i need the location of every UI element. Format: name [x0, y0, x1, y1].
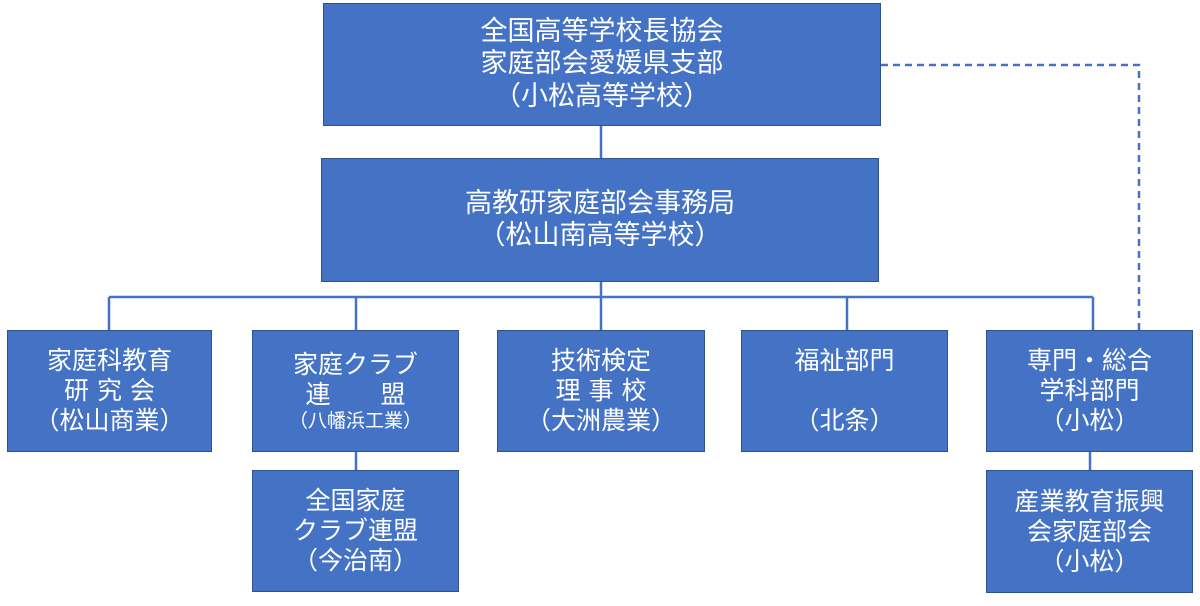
node-specialty-line-1: 専門・総合	[1026, 346, 1152, 375]
node-welfare-line-1: 福祉部門	[794, 346, 895, 375]
node-home-ec: 家庭科教育 研 究 会 （松山商業）	[7, 330, 212, 452]
node-tech-line-2: 理 事 校	[555, 376, 647, 405]
node-home-ec-line-2: 研 究 会	[64, 376, 155, 405]
node-national-club: 全国家庭 クラブ連盟 （今治南）	[252, 470, 459, 592]
node-tech: 技術検定 理 事 校 （大洲農業）	[497, 330, 705, 452]
node-industry-line-1: 産業教育振興	[1014, 486, 1165, 516]
node-club: 家庭クラブ 連 盟 （八幡浜工業）	[252, 330, 459, 452]
node-root-line-3: （小松高等学校）	[494, 80, 710, 112]
node-tech-line-3: （大洲農業）	[525, 406, 676, 435]
node-root: 全国高等学校長協会 家庭部会愛媛県支部 （小松高等学校）	[323, 3, 881, 126]
node-welfare-line-2: （北条）	[794, 406, 895, 435]
node-root-line-2: 家庭部会愛媛県支部	[480, 48, 724, 80]
node-specialty: 専門・総合 学科部門 （小松）	[986, 330, 1193, 452]
node-national-club-line-3: （今治南）	[292, 546, 418, 575]
node-industry: 産業教育振興 会家庭部会 （小松）	[986, 470, 1193, 593]
node-national-club-line-1: 全国家庭	[305, 486, 406, 515]
connector-dashed-root-specialty	[881, 63, 1141, 330]
node-office-line-2: （松山南高等学校）	[478, 220, 722, 251]
node-office-line-1: 高教研家庭部会事務局	[465, 187, 735, 219]
node-club-line-2: 連 盟	[305, 379, 406, 409]
node-home-ec-line-3: （松山商業）	[34, 406, 185, 435]
node-welfare: 福祉部門 （北条）	[741, 330, 948, 452]
node-home-ec-line-1: 家庭科教育	[46, 346, 172, 375]
node-club-line-1: 家庭クラブ	[292, 349, 418, 379]
node-root-line-1: 全国高等学校長協会	[480, 15, 724, 47]
node-specialty-line-2: 学科部門	[1039, 376, 1140, 405]
node-club-line-3: （八幡浜工業）	[288, 409, 422, 432]
node-industry-line-3: （小松）	[1039, 546, 1140, 576]
node-office: 高教研家庭部会事務局 （松山南高等学校）	[321, 158, 879, 282]
node-specialty-line-3: （小松）	[1039, 406, 1140, 435]
node-national-club-line-2: クラブ連盟	[292, 516, 418, 545]
node-industry-line-2: 会家庭部会	[1026, 516, 1152, 546]
node-tech-line-1: 技術検定	[550, 346, 651, 375]
